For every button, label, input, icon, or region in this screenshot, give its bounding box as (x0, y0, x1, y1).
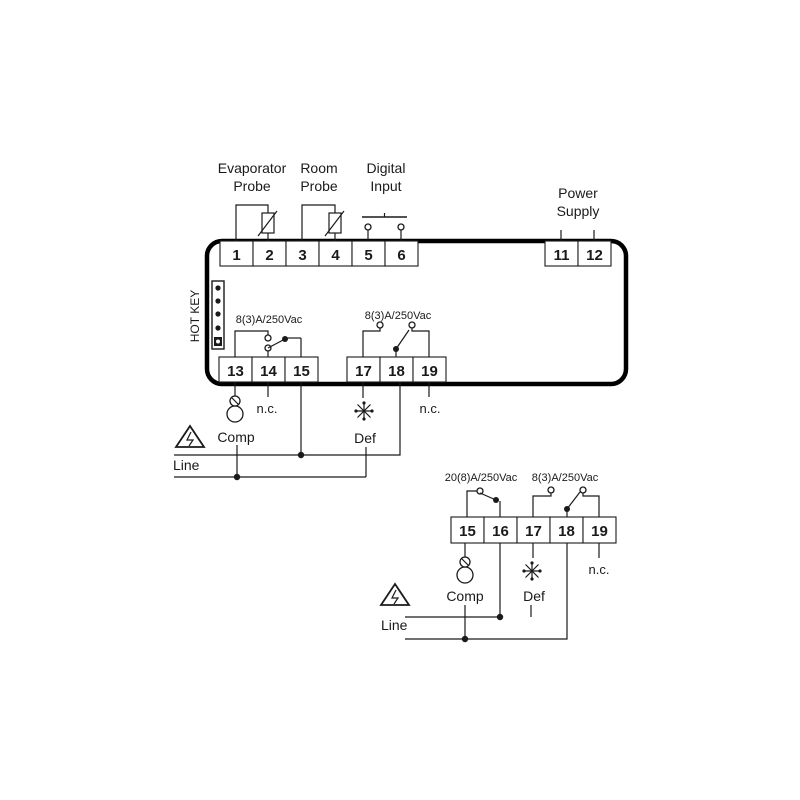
terminal-number: 12 (586, 247, 603, 264)
terminal-number: 13 (227, 363, 244, 380)
terminal-number: 1 (232, 247, 240, 264)
digital-input-switch-symbol (362, 213, 407, 241)
alt-defrost-relay-symbol (532, 486, 600, 517)
compressor-icon (226, 395, 244, 423)
terminal-number: 15 (459, 523, 476, 540)
terminal-14 (251, 356, 286, 383)
alt-nc-label: n.c. (589, 562, 610, 577)
alt-compressor-relay-symbol (466, 487, 501, 517)
power-supply-label: Power (558, 185, 598, 201)
terminal-number: 17 (525, 523, 542, 540)
hot-key-connector (211, 280, 225, 350)
junction-dot (461, 635, 469, 643)
hot-key-label: HOT KEY (188, 290, 202, 342)
terminal-number: 19 (591, 523, 608, 540)
room-probe-symbol (301, 204, 345, 241)
terminal-6 (384, 240, 419, 267)
power-supply-label: Supply (557, 203, 600, 219)
alt-terminal-19 (582, 516, 617, 544)
room-probe-label: Room (300, 160, 337, 176)
top-terminal-strip: 1 2 3 4 5 6 (219, 240, 419, 267)
line-label: Line (173, 457, 200, 473)
terminal-number: 16 (492, 523, 509, 540)
terminal-number: 2 (265, 247, 273, 264)
alt-defrost-relay-rating: 8(3)A/250Vac (532, 472, 599, 484)
compressor-icon (456, 556, 474, 584)
room-probe-label: Probe (300, 178, 338, 194)
terminal-number: 15 (293, 363, 310, 380)
bottom-terminal-strip: 13 14 15 17 18 19 (218, 356, 447, 383)
snowflake-icon (354, 401, 374, 421)
terminal-number: 18 (558, 523, 575, 540)
digital-input-label: Input (370, 178, 401, 194)
junction-dot (496, 613, 504, 621)
evaporator-probe-label: Probe (233, 178, 271, 194)
evaporator-probe-symbol (235, 204, 278, 241)
terminal-number: 4 (331, 247, 340, 264)
terminal-number: 14 (260, 363, 277, 380)
terminal-12 (577, 240, 612, 267)
terminal-number: 17 (355, 363, 372, 380)
alt-terminal-18 (549, 516, 584, 544)
compressor-relay-rating: 8(3)A/250Vac (236, 314, 303, 326)
comp-label: Comp (217, 429, 255, 445)
power-terminal-strip: 11 12 (544, 240, 612, 267)
compressor-relay-symbol (234, 330, 302, 357)
nc-label-19: n.c. (420, 401, 441, 416)
alt-terminal-strip: 15 16 17 18 19 (450, 516, 617, 544)
snowflake-icon (522, 561, 542, 581)
terminal-4 (318, 240, 353, 267)
warning-triangle-icon (174, 424, 206, 448)
terminal-number: 11 (554, 247, 570, 264)
digital-input-label: Digital (367, 160, 406, 176)
alt-def-label: Def (523, 588, 545, 604)
alt-line-label: Line (381, 617, 408, 633)
defrost-relay-rating: 8(3)A/250Vac (365, 310, 432, 322)
terminal-number: 5 (364, 247, 372, 264)
alt-common-lead-16 (405, 543, 501, 618)
common-lead-18 (174, 382, 401, 456)
terminal-number: 18 (388, 363, 405, 380)
alt-comp-label: Comp (446, 588, 484, 604)
terminal-15 (284, 356, 319, 383)
alt-common-lead-18 (405, 543, 568, 640)
terminal-2 (252, 240, 287, 267)
terminal-number: 6 (397, 247, 405, 264)
evaporator-probe-label: Evaporator (218, 160, 287, 176)
junction-dot (233, 473, 241, 481)
terminal-3 (285, 240, 320, 267)
terminal-number: 3 (298, 247, 306, 264)
terminal-number: 19 (421, 363, 438, 380)
warning-triangle-icon (379, 582, 411, 606)
nc-label-14: n.c. (257, 401, 278, 416)
defrost-relay-symbol (362, 321, 430, 357)
def-label: Def (354, 430, 376, 446)
alt-compressor-relay-rating: 20(8)A/250Vac (445, 472, 518, 484)
terminal-1 (219, 240, 254, 267)
